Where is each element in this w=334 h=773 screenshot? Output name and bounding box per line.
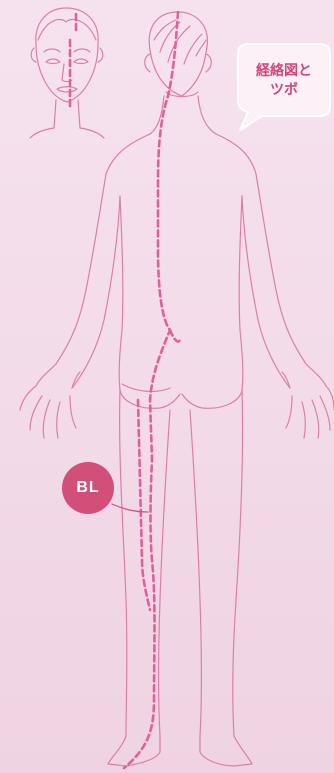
meridian-badge-label: BL (76, 479, 99, 497)
back-body-drawing (20, 12, 334, 766)
meridian-badge: BL (62, 462, 114, 514)
callout-line-2: ツボ (270, 81, 298, 100)
callout-line-1: 経絡図と (256, 62, 312, 81)
badge-leader-line (112, 504, 148, 512)
front-face-drawing (30, 8, 104, 138)
callout-bubble: 経絡図と ツボ (244, 48, 324, 114)
